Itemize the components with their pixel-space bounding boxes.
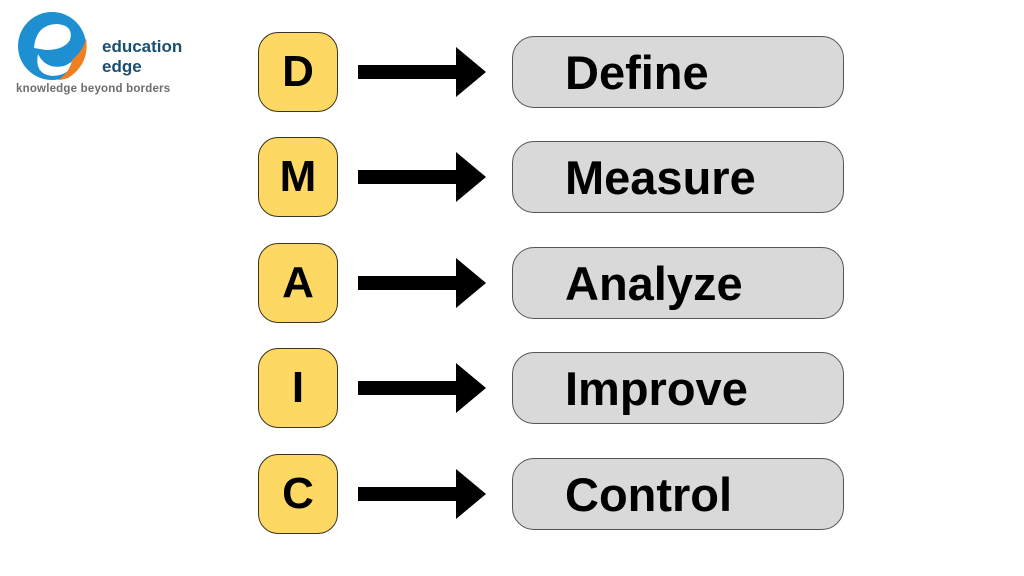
step-label-pill: Measure [512,141,844,213]
dmaic-step-measure: M Measure [258,137,848,219]
right-arrow-icon [358,258,486,308]
step-label-pill: Analyze [512,247,844,319]
logo-e-icon [18,12,87,80]
logo-name-line2: edge [102,57,142,76]
dmaic-step-improve: I Improve [258,348,848,430]
step-label-pill: Improve [512,352,844,424]
logo-name-line1: education [102,37,183,56]
step-letter-box: M [258,137,338,217]
dmaic-step-analyze: A Analyze [258,243,848,325]
step-letter-box: D [258,32,338,112]
step-letter-box: A [258,243,338,323]
right-arrow-icon [358,363,486,413]
right-arrow-icon [358,47,486,97]
education-edge-logo: education edge knowledge beyond borders [12,10,202,100]
dmaic-step-define: D Define [258,32,848,114]
step-label-pill: Control [512,458,844,530]
right-arrow-icon [358,152,486,202]
step-letter-box: C [258,454,338,534]
step-label-pill: Define [512,36,844,108]
right-arrow-icon [358,469,486,519]
step-letter-box: I [258,348,338,428]
dmaic-step-control: C Control [258,454,848,536]
logo-tagline: knowledge beyond borders [16,83,171,95]
